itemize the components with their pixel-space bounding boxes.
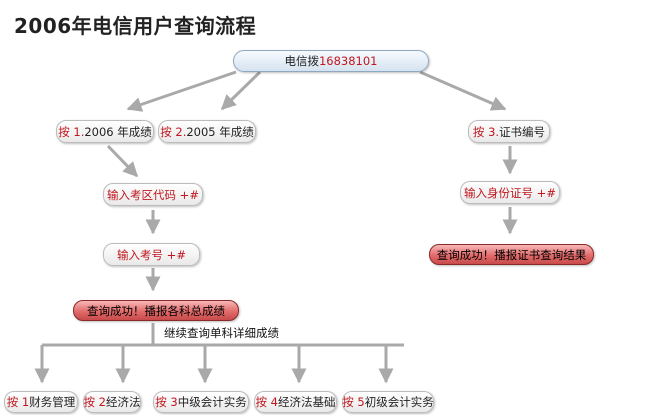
input-exam-number-label: 输入考号 +# [117, 247, 186, 262]
press-1-label: 2006 年成绩 [84, 124, 152, 139]
arrow-2006-to-area [106, 144, 139, 178]
root-label: 电信拨 [284, 54, 319, 68]
press-1-key: 按 1. [58, 124, 85, 139]
success-cert-result-label: 查询成功！播报证书查询结果 [436, 247, 587, 262]
input-exam-number-node: 输入考号 +# [103, 243, 200, 266]
press-2-label: 2005 年成绩 [186, 124, 254, 139]
subject-2-label: 经济法 [106, 395, 141, 409]
press-1-2006-scores[interactable]: 按 1.2006 年成绩 [56, 120, 154, 143]
arrow-root-to-2005 [220, 70, 262, 111]
press-3-cert-number[interactable]: 按 3.证书编号 [468, 120, 550, 143]
press-3-key: 按 3. [472, 124, 500, 139]
subject-5-label: 初级会计实务 [364, 395, 434, 409]
press-2-2005-scores[interactable]: 按 2.2005 年成绩 [158, 120, 256, 143]
success-total-scores-label: 查询成功！播报各科总成绩 [87, 303, 225, 318]
press-3-label: 证书编号 [499, 124, 546, 139]
page-title: 2006年电信用户查询流程 [14, 14, 257, 38]
input-area-code-label: 输入考区代码 +# [107, 187, 199, 202]
press-2-key: 按 2. [160, 124, 187, 139]
subject-4-label: 经济法基础 [277, 395, 336, 409]
success-total-scores-node: 查询成功！播报各科总成绩 [73, 300, 239, 321]
subject-5-key: 按 5 [342, 395, 365, 409]
subject-1-label: 财务管理 [29, 395, 76, 409]
subject-4-key: 按 4 [255, 395, 278, 409]
continue-query-text: 继续查询单科详细成绩 [164, 326, 279, 340]
success-cert-result-node: 查询成功！播报证书查询结果 [429, 244, 594, 265]
subject-3-label: 中级会计实务 [177, 395, 247, 409]
subject-3-key: 按 3 [155, 395, 178, 409]
input-area-code-node: 输入考区代码 +# [103, 183, 203, 206]
arrow-root-to-cert [419, 70, 507, 111]
subject-1-key: 按 1 [6, 395, 30, 409]
arrow-root-to-2006 [126, 70, 237, 112]
input-id-number-label: 输入身份证号 +# [464, 185, 556, 200]
root-number: 16838101 [318, 54, 378, 68]
subject-2-key: 按 2 [83, 395, 106, 409]
input-id-number-node: 输入身份证号 +# [460, 181, 560, 204]
